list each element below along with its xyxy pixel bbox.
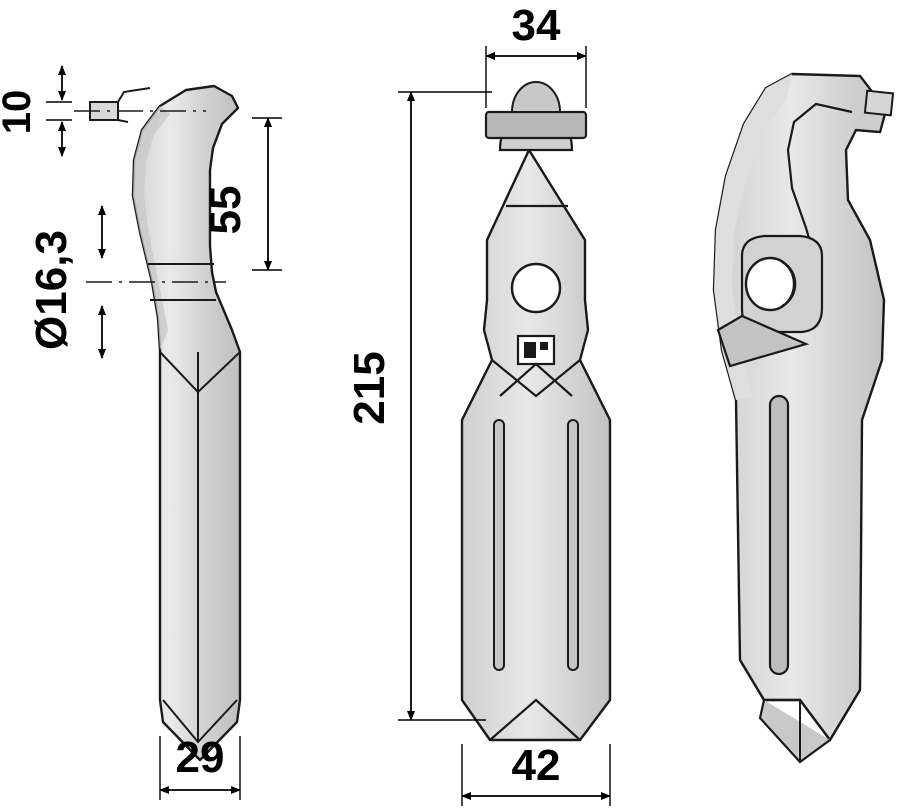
side-view-boss-bottom-edge <box>117 119 129 123</box>
iso-view-shading-wedge <box>716 314 810 368</box>
iso-view-hook-highlight <box>714 74 792 400</box>
dim-29-label: 29 <box>176 733 225 782</box>
side-view-chamfer-line-2 <box>197 351 241 393</box>
side-view-chamfer-line <box>159 351 199 393</box>
dim-215-label: 215 <box>345 351 394 424</box>
side-view-shading <box>133 106 170 350</box>
dim-55-label: 55 <box>201 186 250 235</box>
iso-view-tip-face <box>758 699 831 764</box>
iso-view-mount-stub <box>863 89 895 117</box>
front-view-group <box>460 81 612 742</box>
side-view-dimensions: 10 55 Ø16,3 29 <box>0 65 282 800</box>
iso-view-rib-groove <box>768 394 790 676</box>
front-view-top-plate <box>484 110 588 140</box>
dim-16-3-label: Ø16,3 <box>27 230 76 350</box>
front-view-rib-left <box>493 419 505 671</box>
side-view-boss-top-edge <box>117 87 151 103</box>
iso-view-hook-inner-curve <box>786 102 853 263</box>
dim-42-label: 42 <box>512 741 561 790</box>
dim-10-label: 10 <box>0 90 39 135</box>
front-view-dimensions: 34 215 42 <box>345 1 611 806</box>
front-view-vee-line-lower <box>491 359 581 398</box>
front-view-mounting-hole <box>510 262 562 314</box>
side-view-tip-lines <box>162 699 238 744</box>
front-view-vee-line-upper <box>499 362 573 397</box>
front-view-top-cap <box>510 81 562 113</box>
front-view-stamp-glyph-a <box>524 342 536 358</box>
iso-view-group <box>712 72 895 764</box>
dim-34-label: 34 <box>512 1 561 50</box>
iso-view-mounting-hole <box>744 256 796 312</box>
side-view-group <box>74 84 242 762</box>
front-view-rib-right <box>567 419 579 671</box>
front-view-stamp-glyph-b <box>540 342 548 350</box>
front-view-tip-chamfer <box>489 698 581 741</box>
iso-view-hole-bore-line <box>781 261 797 307</box>
